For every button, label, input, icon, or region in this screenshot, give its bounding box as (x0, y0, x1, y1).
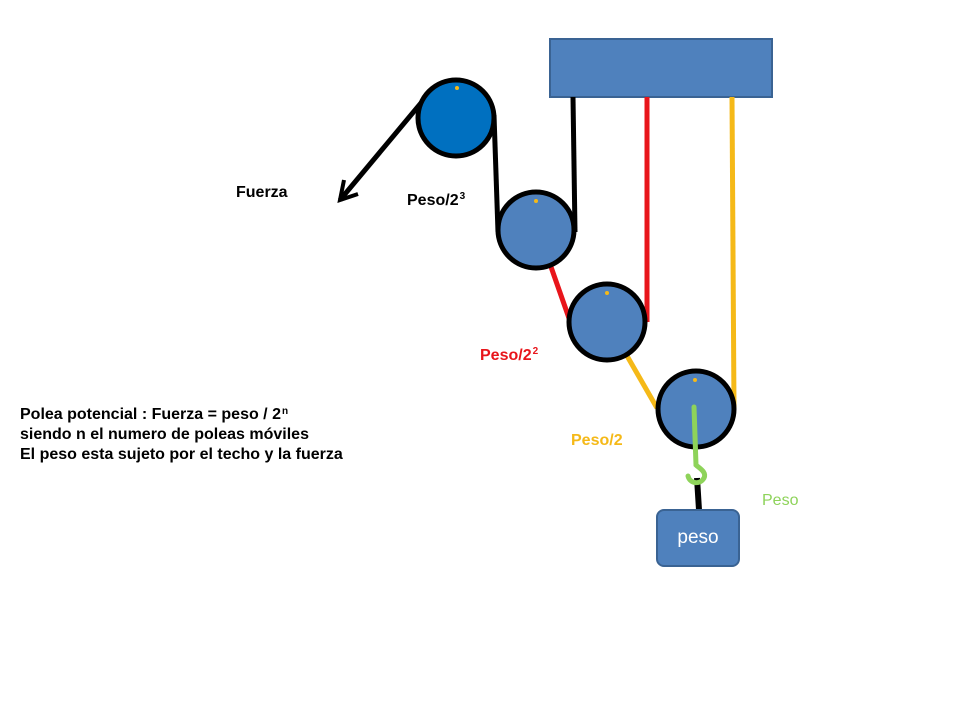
rope-ceiling-black (570, 96, 578, 233)
explanation-line-1: Polea potencial : Fuerza = peso / 2n (20, 406, 289, 423)
explanation-line-2: siendo n el numero de poleas móviles (20, 426, 309, 443)
hook-icon (685, 404, 708, 486)
force-label: Fuerza (236, 184, 288, 201)
tension-label-peso-2-2: Peso/22 (480, 346, 539, 364)
tension-label-peso-2-3: Peso/23 (407, 191, 466, 209)
explanation-line-3: El peso esta sujeto por el techo y la fu… (20, 446, 343, 463)
tension-label-peso-2: Peso/2 (571, 432, 623, 449)
rope-fixed-to-pulley1 (491, 114, 501, 233)
movable-pulley-1 (495, 189, 577, 271)
weight-block: peso (656, 509, 740, 567)
rope-ceiling-yellow (729, 96, 737, 409)
ceiling-block (549, 38, 773, 98)
force-rope (338, 95, 428, 202)
explanation-text: Polea potencial : Fuerza = peso / 2n sie… (20, 405, 343, 465)
tension-label-peso: Peso (762, 492, 799, 509)
fixed-pulley (415, 77, 497, 159)
movable-pulley-2 (566, 281, 648, 363)
force-arrow-head (337, 179, 359, 203)
